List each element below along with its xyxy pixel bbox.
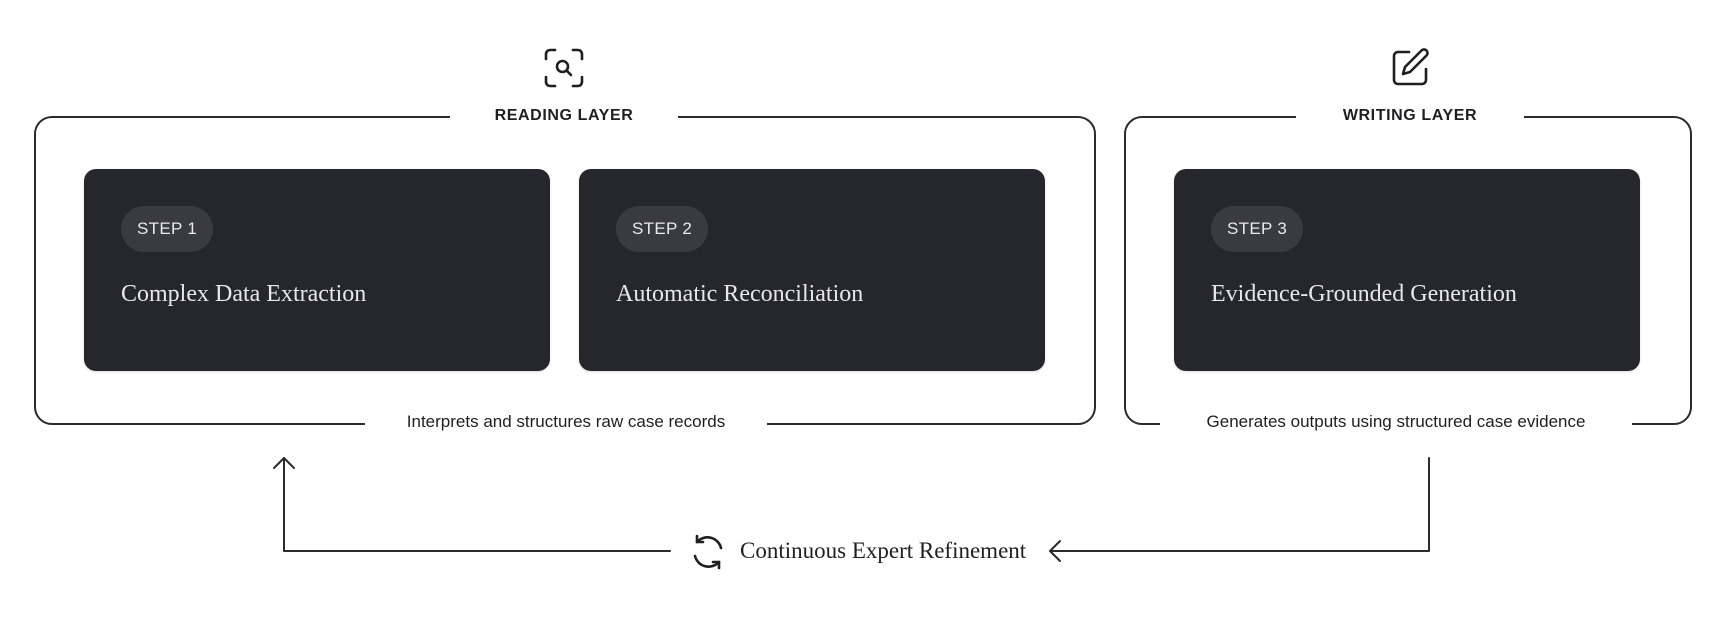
writing-layer-caption: Generates outputs using structured case … [1206,412,1586,431]
step-2-badge: STEP 2 [616,206,709,252]
step-1-card: STEP 1 Complex Data Extraction [84,169,550,371]
step-1-badge: STEP 1 [121,206,214,252]
step-3-title: Evidence-Grounded Generation [1211,281,1517,307]
refresh-cycle-icon [693,534,723,570]
step-2-card: STEP 2 Automatic Reconciliation [579,169,1045,371]
writing-layer-title: WRITING LAYER [1342,107,1478,124]
loop-right-arrowhead [1049,540,1061,562]
reading-layer-caption: Interprets and structures raw case recor… [406,412,726,431]
step-1-title: Complex Data Extraction [121,281,367,307]
edit-pencil-icon [1392,48,1429,86]
loop-left-arrowhead [273,457,295,469]
step-3-card: STEP 3 Evidence-Grounded Generation [1174,169,1640,371]
loop-right-line [1049,457,1430,552]
magnify-scan-icon [544,48,584,88]
reading-layer-title: READING LAYER [494,107,634,124]
feedback-loop-label: Continuous Expert Refinement [740,538,1027,563]
step-3-badge: STEP 3 [1211,206,1304,252]
step-2-title: Automatic Reconciliation [616,281,864,307]
